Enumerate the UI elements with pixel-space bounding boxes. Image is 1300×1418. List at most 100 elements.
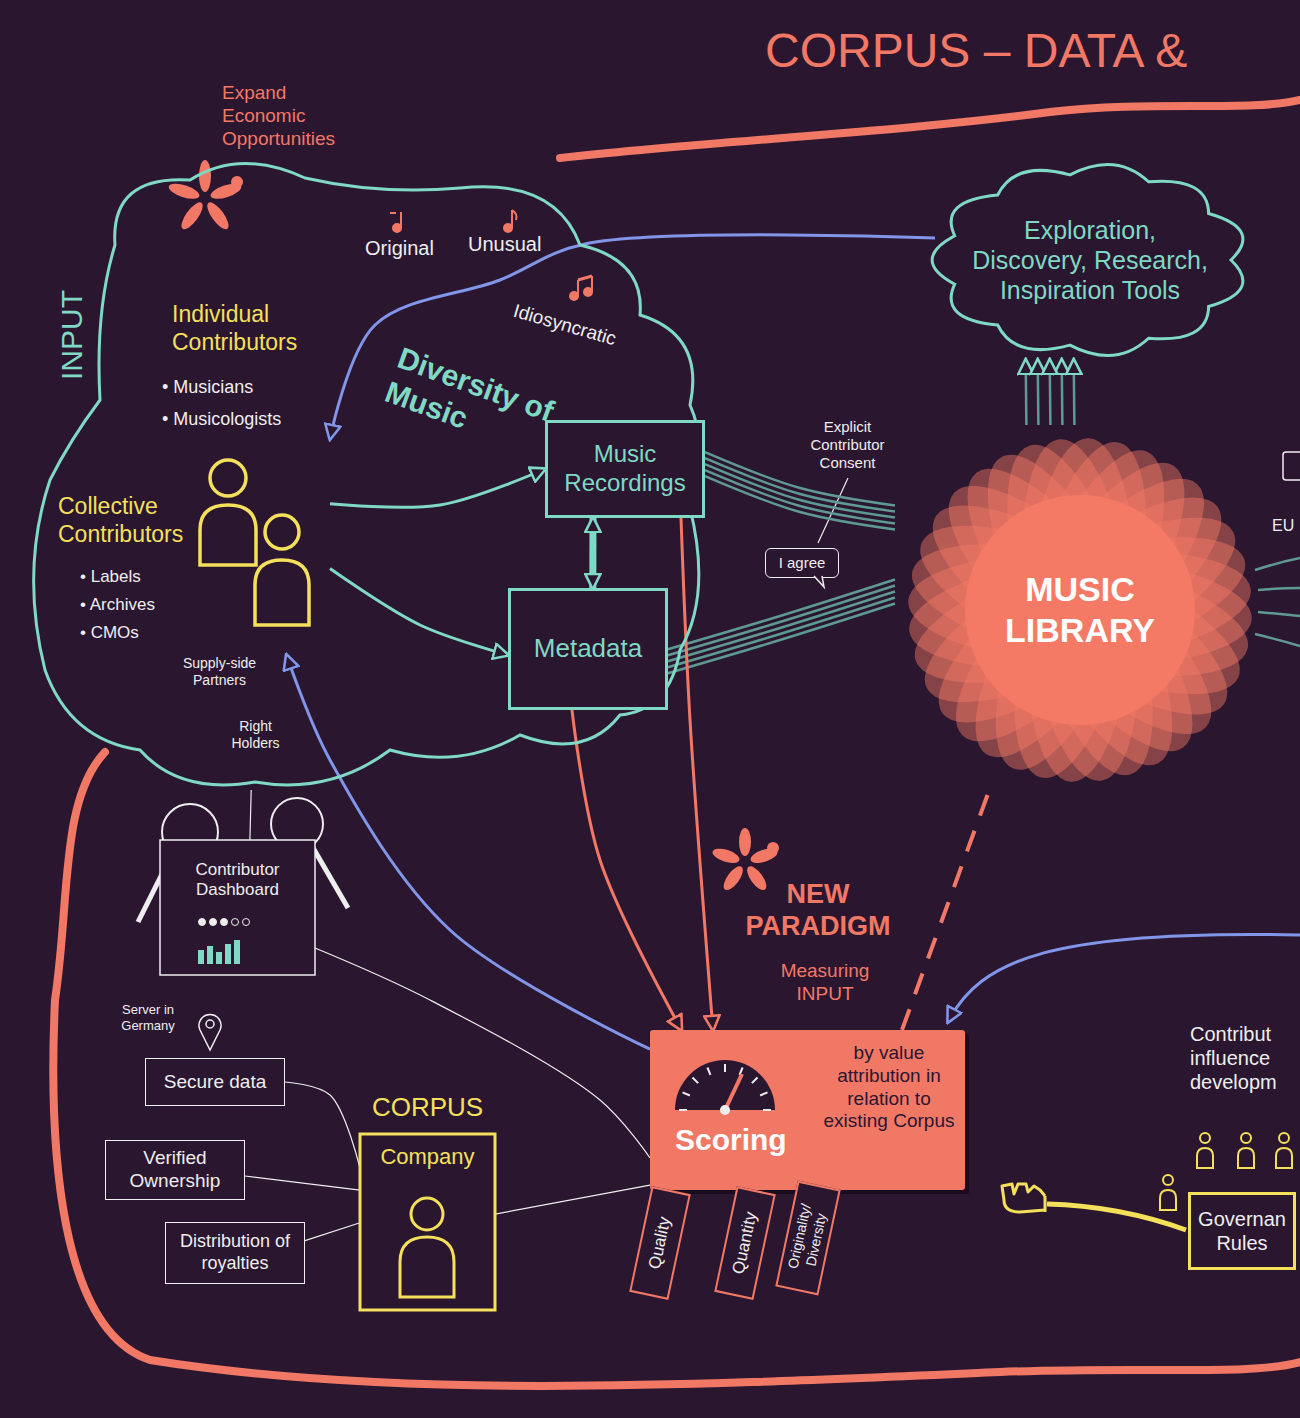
connector <box>245 1176 360 1190</box>
connector <box>668 592 895 662</box>
connector <box>287 655 651 1049</box>
connector <box>305 1223 360 1241</box>
bar <box>234 940 240 964</box>
person-icon <box>255 560 309 625</box>
contributor-group-text: • CMOs <box>80 623 139 643</box>
connector <box>705 464 895 517</box>
company-outline <box>360 1134 495 1310</box>
scoring-box-text: Scoring <box>675 1122 820 1158</box>
wire-strand <box>668 586 895 656</box>
wire-strand <box>668 598 895 668</box>
connector <box>250 790 251 840</box>
cloud-outline <box>34 163 699 784</box>
asterisk-icon <box>720 863 746 893</box>
person-icon <box>400 1237 454 1297</box>
asterisk-icon <box>178 199 207 232</box>
asterisk-icon <box>231 176 243 188</box>
gauge-tick <box>752 1077 758 1083</box>
bubble-tail <box>814 576 824 587</box>
wire-strand <box>1072 360 1075 425</box>
connector <box>285 1082 360 1168</box>
pointing-hand <box>1044 1196 1047 1212</box>
data-box-text: Metadata <box>534 633 642 664</box>
music-note <box>511 210 513 228</box>
gauge-tick <box>683 1092 690 1095</box>
bar <box>207 946 213 964</box>
note-label: Explicit Contributor Consent <box>795 418 900 472</box>
wire-strand <box>1060 360 1063 425</box>
connector <box>589 518 596 588</box>
note-label: Idiosyncratic <box>511 300 619 351</box>
data-box: Music Recordings <box>545 420 705 518</box>
gauge-tick <box>692 1077 698 1083</box>
pointing-hand <box>1047 1204 1186 1230</box>
bar <box>225 944 231 964</box>
feature-box: Distribution of royalties <box>165 1222 305 1284</box>
contributor-group-text: • Musicians <box>162 377 253 399</box>
note-label: Original <box>365 236 434 260</box>
feature-box-text: Distribution of royalties <box>170 1231 300 1274</box>
wire-strand <box>1036 360 1039 425</box>
music-note <box>584 288 592 296</box>
person-icon <box>1238 1148 1254 1168</box>
eu-strands <box>1255 558 1300 570</box>
location-pin <box>199 1014 221 1050</box>
score-tag-text: Quantity <box>728 1210 761 1276</box>
asterisk-icon <box>711 828 779 893</box>
data-box-text: Music Recordings <box>552 440 698 498</box>
bar <box>198 950 204 964</box>
company-box-text: CORPUS <box>360 1092 495 1123</box>
library-blob-outline <box>895 425 1265 795</box>
person-icon <box>411 1198 443 1230</box>
bar <box>216 952 222 964</box>
frame-border <box>53 100 1300 1386</box>
data-box: Metadata <box>508 588 668 710</box>
music-note <box>570 292 578 300</box>
feature-box: Verified Ownership <box>105 1140 245 1200</box>
gauge-needle <box>725 1074 742 1110</box>
input-arrow <box>948 934 1300 1022</box>
contributor-group-text: Collective Contributors <box>58 493 203 548</box>
connector <box>315 948 650 1158</box>
library-blob: MUSIC LIBRARY <box>895 425 1265 795</box>
feature-box-text: Secure data <box>164 1071 266 1094</box>
status-dot <box>232 919 239 926</box>
asterisk-icon <box>767 842 779 854</box>
person-icon <box>1241 1133 1251 1143</box>
wire-strand <box>705 470 895 523</box>
person-icon <box>1200 1133 1210 1143</box>
asterisk-icon <box>739 828 751 856</box>
score-tag: Originality/ Diversity <box>775 1181 840 1296</box>
music-note <box>591 276 593 292</box>
magnifier-icon <box>312 846 348 908</box>
note-label: Unusual <box>468 232 541 256</box>
location-pin <box>206 1020 214 1028</box>
gauge-tick <box>724 1064 726 1072</box>
wire-strand <box>1024 360 1027 425</box>
consent-bubble: I agree <box>765 548 839 578</box>
governance-box: Governan Rules <box>1188 1192 1296 1270</box>
person-icon <box>1160 1190 1176 1210</box>
dashboard-screen: Contributor Dashboard <box>160 840 315 975</box>
location-pin <box>199 1014 221 1050</box>
note-label: NEW PARADIGM <box>728 878 908 943</box>
consent-bubble-text: I agree <box>779 554 826 572</box>
library-blob-text: MUSIC LIBRARY <box>970 569 1190 651</box>
eu-strands <box>1258 612 1300 616</box>
governance-box-text: Governan Rules <box>1195 1207 1289 1255</box>
gauge-tick <box>679 1109 687 1111</box>
music-note <box>390 212 396 214</box>
eu-strands <box>1258 588 1300 590</box>
cloud-outline <box>932 164 1243 355</box>
blob-petal <box>977 429 1183 790</box>
note-label: Contribut influence developm <box>1190 1022 1292 1094</box>
status-dot <box>210 919 217 926</box>
dashboard-screen-text: Contributor Dashboard <box>160 860 315 901</box>
tools-cloud: Exploration, Discovery, Research, Inspir… <box>935 160 1245 360</box>
pointing-hand <box>1002 1184 1045 1212</box>
feature-box: Secure data <box>145 1058 285 1106</box>
music-note <box>504 224 512 232</box>
screen-outline <box>160 840 315 975</box>
note-label: INPUT <box>54 290 90 380</box>
gauge-hub <box>720 1105 730 1115</box>
